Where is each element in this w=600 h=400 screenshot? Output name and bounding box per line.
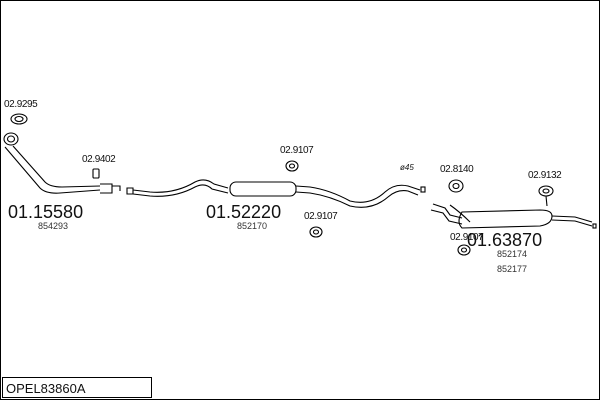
- part-label-9107-lower: 02.9107: [304, 211, 338, 222]
- section-sub-rear-1: 852174: [497, 249, 528, 259]
- clamp-9295: [10, 113, 28, 125]
- middle-pipe: [126, 179, 426, 208]
- part-label-9402: 02.9402: [82, 154, 116, 165]
- section-number-middle: 01.52220: [206, 202, 282, 222]
- hanger-9132: [538, 185, 554, 207]
- section-number-rear: 01.63870: [467, 230, 543, 250]
- section-sub-middle: 852170: [237, 221, 268, 231]
- rear-pipe: [430, 203, 597, 229]
- section-sub-rear-2: 852177: [497, 264, 528, 274]
- part-label-9107-rear: 02.9107: [450, 232, 484, 243]
- title-box: OPEL83860A: [2, 377, 152, 398]
- front-pipe: [3, 132, 121, 194]
- pipe-diameter-label: ø45: [400, 163, 414, 172]
- part-label-9107-upper: 02.9107: [280, 145, 314, 156]
- hanger-lower-rear-9107: [457, 244, 471, 256]
- gasket-9402: [92, 168, 100, 179]
- diagram-title: OPEL83860A: [6, 381, 86, 396]
- part-label-8140: 02.8140: [440, 164, 474, 175]
- part-label-9132: 02.9132: [528, 170, 562, 181]
- part-label-9295: 02.9295: [4, 99, 38, 110]
- section-number-front: 01.15580: [8, 202, 84, 222]
- hanger-lower-9107: [309, 226, 323, 238]
- section-sub-front: 854293: [38, 221, 69, 231]
- hanger-upper-9107: [285, 160, 299, 172]
- hanger-8140: [448, 179, 464, 193]
